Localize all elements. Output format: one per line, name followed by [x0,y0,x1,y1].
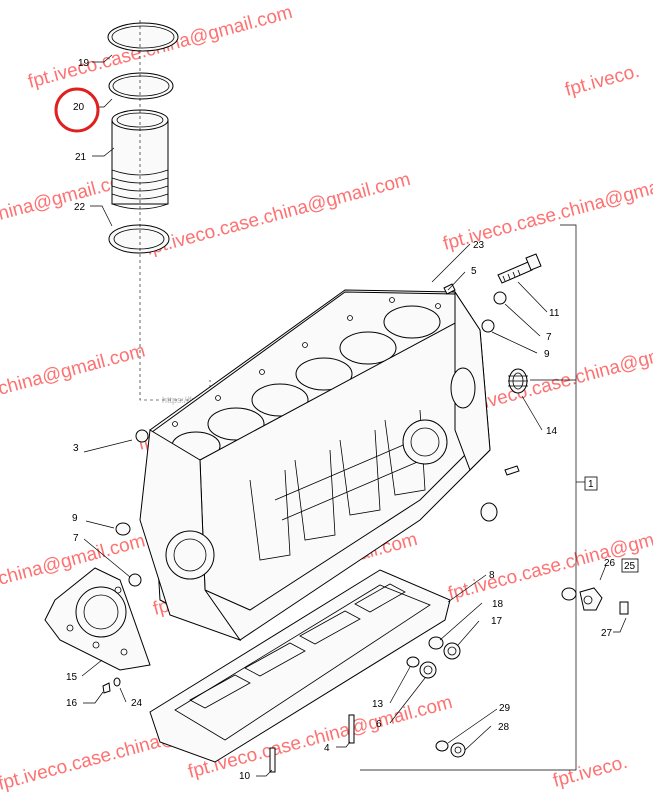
cylinder-bore-5 [207,407,265,441]
callout-25: 25 [624,561,636,572]
callout-14: 14 [546,426,558,437]
callout-7-upper: 7 [546,332,552,343]
washer-13 [406,656,420,668]
watermark-4: fpt.iveco.case.china@gmail.com [144,169,413,260]
oil-pan-gasket-8 [149,569,451,763]
liner-centerline [139,20,211,401]
watermark-6: china@gmail.com [0,340,147,399]
plug-17 [443,642,461,660]
callout-18: 18 [492,599,504,610]
plug-7-lower [128,573,142,587]
callout-17: 17 [491,616,503,627]
callout-13: 13 [372,699,384,710]
callout-23: 23 [473,240,485,251]
bolt-27 [619,601,629,615]
bolt-11 [497,253,542,284]
callout-5: 5 [471,266,477,277]
o-ring-20-inner [112,75,170,97]
plug-6 [419,661,437,679]
cylinder-bore-2 [339,331,397,365]
callout-4: 4 [324,743,330,754]
plug-9-upper [481,319,495,333]
watermark-14: fpt.iveco. [551,752,630,792]
washer-29 [435,740,449,752]
rear-bore [402,419,448,465]
group-bracket [360,224,577,771]
bolt-10 [269,747,276,773]
callout-15: 15 [66,672,78,683]
plug-5 [443,283,456,295]
callout-7-lower: 7 [73,533,79,544]
callout-19: 19 [78,58,90,69]
plug-9-lower [115,522,131,536]
cup-plug-right [480,502,498,522]
callout-29: 29 [499,703,511,714]
seal-ring-22-inner [113,228,165,250]
callout-25-box: 25 [621,558,639,573]
callout-28: 28 [498,722,510,733]
washer-24 [113,677,121,687]
callout-11: 11 [549,308,560,319]
leader-lines [81,54,627,777]
callout-3: 3 [73,443,79,454]
plug-7-upper [493,291,507,305]
callout-9-lower: 9 [72,513,78,524]
cylinder-bore-3 [295,357,353,391]
callout-numbers: 19 20 21 22 23 5 11 7 9 14 3 9 7 8 26 27… [66,58,616,782]
engine-block [139,289,491,641]
stud-right [504,465,520,476]
callout-8: 8 [489,570,495,581]
cylinder-liner-group [107,20,211,401]
cylinder-bore-1 [383,305,441,339]
callout-27: 27 [601,628,613,639]
seal-carrier-15 [44,567,151,671]
washer-18 [428,636,444,650]
callout-21: 21 [75,152,87,163]
rear-boss [450,367,476,409]
callout-10: 10 [239,771,251,782]
seal-ring-19-inner [111,25,175,49]
watermark-2: fpt.iveco. [563,61,642,101]
callout-9-upper: 9 [544,349,550,360]
fitting-26 [561,587,603,611]
callout-16: 16 [66,698,78,709]
callout-24: 24 [131,698,143,709]
callout-22: 22 [74,202,86,213]
plug-3 [135,429,149,443]
callout-1: 1 [588,479,594,490]
bolt-16 [102,682,111,694]
callout-6: 6 [376,719,382,730]
callout-20: 20 [73,102,85,113]
plug-28 [450,742,466,758]
highlight-circle [54,87,100,133]
cylinder-bore-4 [251,383,309,417]
front-bore [165,530,215,580]
bolt-4 [348,714,355,744]
bushing-14 [508,368,528,394]
seal-ring-22 [108,224,170,254]
callout-1-box: 1 [584,476,598,491]
callout-26: 26 [604,558,616,569]
seal-ring-19 [107,22,179,52]
o-ring-20 [108,72,174,100]
